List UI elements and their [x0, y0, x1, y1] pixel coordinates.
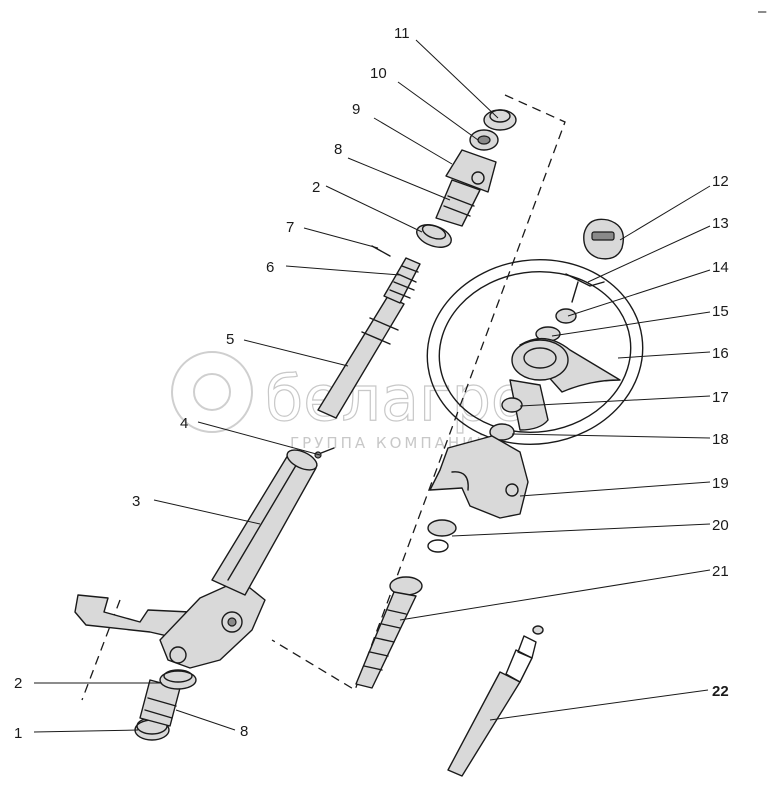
part-12-horn-cap — [583, 218, 625, 260]
part-17-hub — [501, 397, 523, 413]
callout-6: 6 — [266, 259, 274, 276]
callout-22: 22 — [712, 683, 729, 700]
part-8-lower-joint — [139, 679, 181, 727]
callout-9: 9 — [352, 101, 360, 118]
callout-5: 5 — [226, 331, 234, 348]
part-16-steering-wheel — [426, 258, 644, 446]
watermark-logo-inner — [193, 373, 231, 411]
part-10-cross — [469, 129, 499, 151]
callout-7: 7 — [286, 219, 294, 236]
callout-2-upper: 2 — [312, 179, 320, 196]
callouts: 1 2 2 3 4 5 6 7 8 8 9 10 11 12 13 14 15 … — [14, 25, 729, 742]
callout-20: 20 — [712, 517, 729, 534]
part-5-shaft — [317, 295, 405, 419]
callout-10: 10 — [370, 65, 387, 82]
part-2-lower-bushing — [159, 669, 197, 690]
callout-21: 21 — [712, 563, 729, 580]
part-13-lever — [565, 273, 605, 303]
part-9-joint-fork — [445, 149, 497, 193]
part-4-screw — [314, 447, 335, 459]
callout-17: 17 — [712, 389, 729, 406]
callout-8-upper: 8 — [334, 141, 342, 158]
part-2-upper-bushing — [416, 224, 452, 248]
part-3-column-tube — [211, 449, 318, 596]
part-14-nut — [555, 308, 577, 324]
part-20-bearing — [427, 519, 457, 553]
callout-12: 12 — [712, 173, 729, 190]
watermark-logo-ring — [171, 351, 253, 433]
callout-19: 19 — [712, 475, 729, 492]
part-21-spline-shaft — [355, 576, 423, 689]
callout-1: 1 — [14, 725, 22, 742]
corner-mark: – — [758, 3, 767, 20]
mounting-bracket — [74, 579, 266, 669]
part-22-tube — [447, 625, 544, 777]
part-8-upper-joint — [435, 179, 481, 227]
callout-3: 3 — [132, 493, 140, 510]
callout-14: 14 — [712, 259, 729, 276]
callout-2-lower: 2 — [14, 675, 22, 692]
part-18-sleeve — [489, 423, 515, 441]
part-11-top-cap — [483, 109, 517, 131]
callout-16: 16 — [712, 345, 729, 362]
callout-15: 15 — [712, 303, 729, 320]
leader-lines — [33, 39, 711, 733]
part-6-splined-end — [383, 257, 421, 304]
part-19-housing — [429, 435, 529, 519]
callout-11: 11 — [394, 25, 410, 42]
callout-4: 4 — [180, 415, 188, 432]
callout-8-lower: 8 — [240, 723, 248, 740]
callout-13: 13 — [712, 215, 729, 232]
watermark-tagline: ГРУППА КОМПАНИЙ — [290, 433, 491, 452]
callout-18: 18 — [712, 431, 729, 448]
